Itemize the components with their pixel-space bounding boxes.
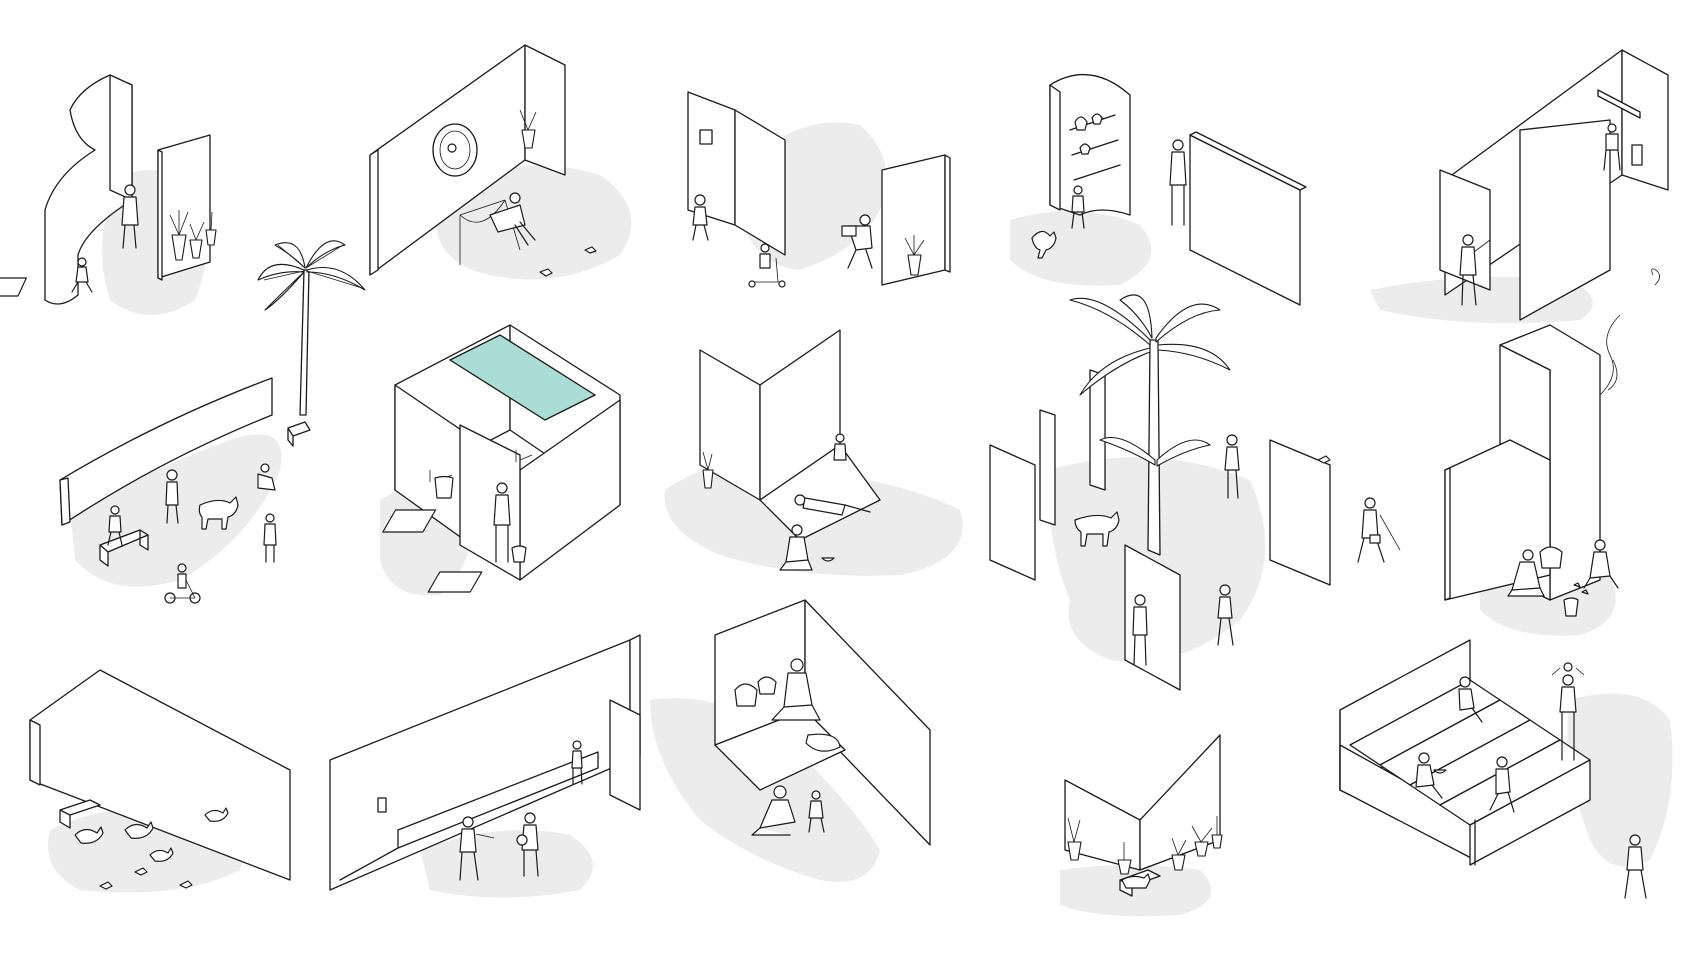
potted-plants-icon (169, 210, 217, 261)
plant-pot-icon (519, 109, 537, 149)
plant-pot-icon (904, 235, 925, 276)
dog-icon (1031, 230, 1057, 259)
person-at-window-figure (1603, 123, 1621, 171)
child-figure (692, 194, 709, 241)
sleeping-corner (650, 599, 931, 882)
child-reaching-figure (1071, 185, 1085, 229)
reclining-person-figure (794, 494, 871, 516)
woman-figure (1169, 139, 1187, 226)
seated-figures (1415, 676, 1515, 813)
dog-icon (198, 496, 239, 530)
bath-pool-room (380, 324, 621, 596)
folded-wall-platform (664, 329, 963, 576)
wavy-bench-wall (59, 377, 311, 604)
kitchen-tower (1444, 314, 1621, 636)
hammock-wall (369, 44, 632, 280)
zigzag-planter-wall (1060, 734, 1223, 917)
hammock-person-figure (489, 192, 536, 246)
seated-person-figure (779, 524, 813, 571)
long-bench-wall (329, 634, 641, 898)
curved-shelf-niche (1010, 73, 1307, 306)
playing-children-figures (459, 740, 583, 881)
child-figures (107, 463, 277, 563)
planters-icon (1067, 816, 1223, 875)
plant-pot-icon (702, 451, 714, 489)
standing-person-figure (121, 184, 139, 249)
seated-woman-figure (771, 658, 821, 721)
jali-screen-walls (687, 91, 951, 288)
running-child-figure (1624, 834, 1647, 899)
pool-water (448, 334, 597, 421)
banana-tree-pillars (989, 294, 1401, 691)
tall-l-wall-window (1370, 49, 1669, 324)
sitting-child-figure (833, 433, 847, 461)
chickens-icon (74, 807, 229, 890)
scooter-child-figure (748, 243, 786, 288)
seated-person-figure (71, 257, 93, 293)
seated-man-figure (1583, 539, 1619, 589)
mother-child-figures (751, 785, 825, 836)
cooking-woman-figure (1507, 549, 1545, 597)
dog-icon (1074, 511, 1120, 547)
bathing-person-figure (493, 482, 511, 563)
standing-man-figure (1459, 234, 1491, 306)
reading-person-figure (841, 214, 873, 269)
poultry-wall (29, 669, 291, 893)
walking-figures (1132, 434, 1401, 666)
stepped-seating (1339, 639, 1673, 899)
tricycle-child-figure (164, 563, 201, 604)
palm-tree (257, 240, 366, 416)
father-child-figure (1551, 662, 1585, 761)
curved-wall-seat (0, 74, 217, 315)
